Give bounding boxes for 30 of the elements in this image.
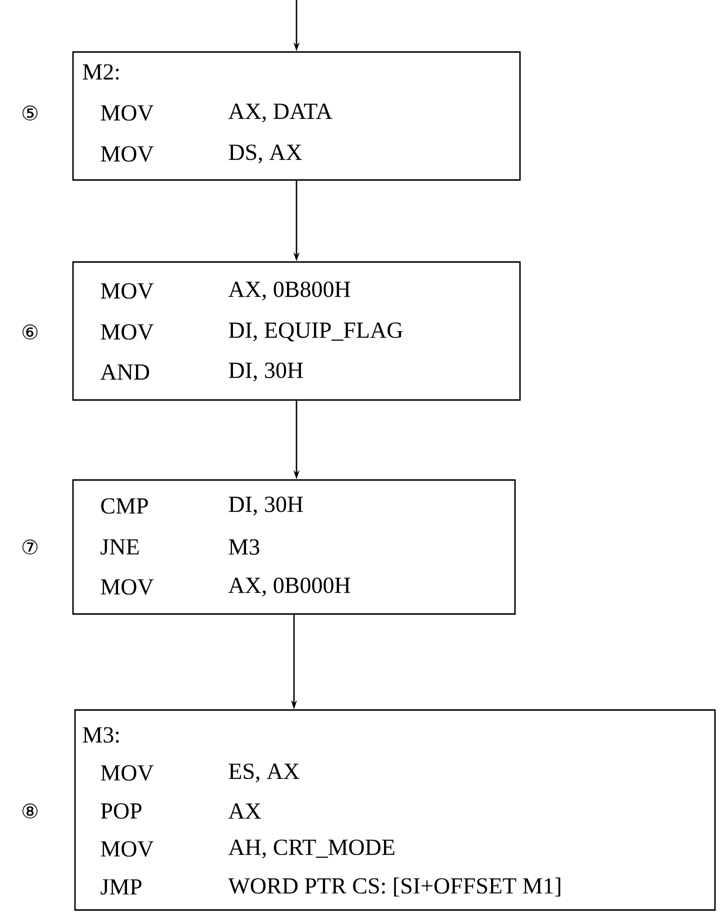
code-text: M3: [82,727,119,743]
code-text: ES, AX [228,764,300,782]
code-text: MOV [100,324,154,340]
step-number: ⑧ [22,804,38,818]
code-text: POP [100,803,142,819]
code-text: WORD PTR CS: [SI+OFFSET M1] [228,877,560,896]
code-text: MOV [100,105,154,121]
code-text: JMP [100,879,142,895]
code-text: AX, 0B000H [228,578,350,596]
code-text: MOV [100,765,154,781]
code-text: DI, 30H [228,362,303,382]
code-text: DI, 30H [228,496,303,516]
code-text: MOV [100,579,154,595]
code-text: DI, EQUIP_FLAG [228,322,403,342]
code-text: AND [100,364,150,380]
code-text: MOV [100,841,154,857]
code-text: MOV [100,146,154,162]
code-text: DS, AX [228,144,302,164]
code-text: JNE [100,539,139,555]
code-text: CMP [101,498,148,514]
step-number: ⑤ [22,106,38,120]
code-text: M3 [228,539,260,555]
code-text: AH, CRT_MODE [228,840,394,858]
step-number: ⑥ [22,324,38,340]
code-text: AX [228,803,261,819]
code-text: M2: [82,64,119,80]
code-text: MOV [100,283,154,299]
step-number: ⑦ [22,540,38,554]
code-text: AX, DATA [228,104,332,122]
code-text: AX, 0B800H [228,282,350,300]
